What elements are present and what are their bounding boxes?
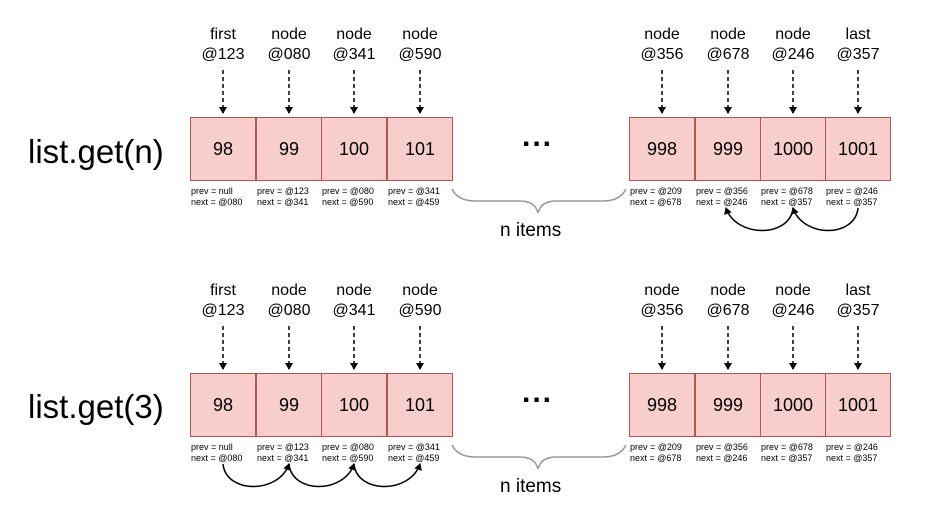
node-value-cell: 998 <box>629 117 695 181</box>
node-label: node <box>336 282 372 299</box>
next-pointer: next = @590 <box>322 197 374 207</box>
next-pointer: next = @357 <box>826 197 878 207</box>
traversal-arrow <box>222 463 291 488</box>
node-value-cell: 99 <box>256 117 322 181</box>
node-value-cell: 999 <box>695 373 761 437</box>
n-items-brace <box>451 188 627 214</box>
prev-pointer: prev = @123 <box>257 442 309 452</box>
node-address: @356 <box>640 302 684 319</box>
prev-pointer: prev = @080 <box>322 442 374 452</box>
node-value-cell: 101 <box>387 373 453 437</box>
node-label: node <box>271 282 307 299</box>
prev-pointer: prev = @080 <box>322 186 374 196</box>
node-value-cell: 98 <box>190 117 256 181</box>
node-value-cell: 1001 <box>825 117 891 181</box>
next-pointer: next = @080 <box>191 453 243 463</box>
node-label: node <box>775 26 811 43</box>
node-address: @357 <box>836 302 880 319</box>
prev-pointer: prev = @341 <box>388 442 440 452</box>
prev-pointer: prev = @246 <box>826 442 878 452</box>
traversal-arrow <box>288 463 356 488</box>
next-pointer: next = @357 <box>826 453 878 463</box>
node-value-cell: 100 <box>321 373 387 437</box>
node-label: last <box>845 26 871 43</box>
node-label: node <box>271 26 307 43</box>
ellipsis: ... <box>522 120 554 153</box>
traversal-arrow <box>724 207 794 232</box>
node-address: @341 <box>332 302 376 319</box>
prev-pointer: prev = @678 <box>761 186 813 196</box>
ellipsis: ... <box>522 376 554 409</box>
prev-pointer: prev = null <box>191 186 233 196</box>
n-items-brace <box>451 444 627 470</box>
row-title: list.get(n) <box>28 133 164 170</box>
next-pointer: next = @678 <box>630 197 682 207</box>
next-pointer: next = @341 <box>257 453 309 463</box>
node-address: @590 <box>398 46 442 63</box>
node-value-cell: 999 <box>695 117 761 181</box>
node-label: node <box>710 26 746 43</box>
next-pointer: next = @590 <box>322 453 374 463</box>
node-label: last <box>845 282 871 299</box>
node-value-cell: 99 <box>256 373 322 437</box>
node-label: first <box>210 282 236 299</box>
prev-pointer: prev = @246 <box>826 186 878 196</box>
prev-pointer: prev = @356 <box>696 442 748 452</box>
next-pointer: next = @459 <box>388 197 440 207</box>
node-label: node <box>336 26 372 43</box>
prev-pointer: prev = @678 <box>761 442 813 452</box>
node-label: node <box>710 282 746 299</box>
node-address: @080 <box>267 302 311 319</box>
traversal-arrow <box>353 463 422 488</box>
prev-pointer: prev = @341 <box>388 186 440 196</box>
node-label: node <box>644 26 680 43</box>
node-address: @678 <box>706 302 750 319</box>
traversal-arrow <box>791 207 859 232</box>
node-address: @123 <box>201 46 245 63</box>
prev-pointer: prev = @356 <box>696 186 748 196</box>
node-address: @123 <box>201 302 245 319</box>
next-pointer: next = @341 <box>257 197 309 207</box>
next-pointer: next = @246 <box>696 197 748 207</box>
row-title: list.get(3) <box>28 388 164 425</box>
node-label: node <box>402 26 438 43</box>
node-address: @356 <box>640 46 684 63</box>
node-address: @590 <box>398 302 442 319</box>
items-caption: n items <box>500 220 562 241</box>
node-value-cell: 998 <box>629 373 695 437</box>
node-value-cell: 1000 <box>760 373 826 437</box>
node-label: node <box>644 282 680 299</box>
node-address: @341 <box>332 46 376 63</box>
node-value-cell: 100 <box>321 117 387 181</box>
items-caption: n items <box>500 476 562 497</box>
next-pointer: next = @678 <box>630 453 682 463</box>
node-address: @246 <box>771 302 815 319</box>
prev-pointer: prev = @209 <box>630 442 682 452</box>
next-pointer: next = @080 <box>191 197 243 207</box>
node-label: node <box>402 282 438 299</box>
prev-pointer: prev = @123 <box>257 186 309 196</box>
next-pointer: next = @459 <box>388 453 440 463</box>
prev-pointer: prev = @209 <box>630 186 682 196</box>
node-address: @357 <box>836 46 880 63</box>
node-label: node <box>775 282 811 299</box>
node-value-cell: 1001 <box>825 373 891 437</box>
next-pointer: next = @357 <box>761 453 813 463</box>
node-address: @678 <box>706 46 750 63</box>
next-pointer: next = @246 <box>696 453 748 463</box>
node-label: first <box>210 26 236 43</box>
prev-pointer: prev = null <box>191 442 233 452</box>
node-value-cell: 101 <box>387 117 453 181</box>
node-address: @246 <box>771 46 815 63</box>
node-address: @080 <box>267 46 311 63</box>
node-value-cell: 98 <box>190 373 256 437</box>
next-pointer: next = @357 <box>761 197 813 207</box>
node-value-cell: 1000 <box>760 117 826 181</box>
